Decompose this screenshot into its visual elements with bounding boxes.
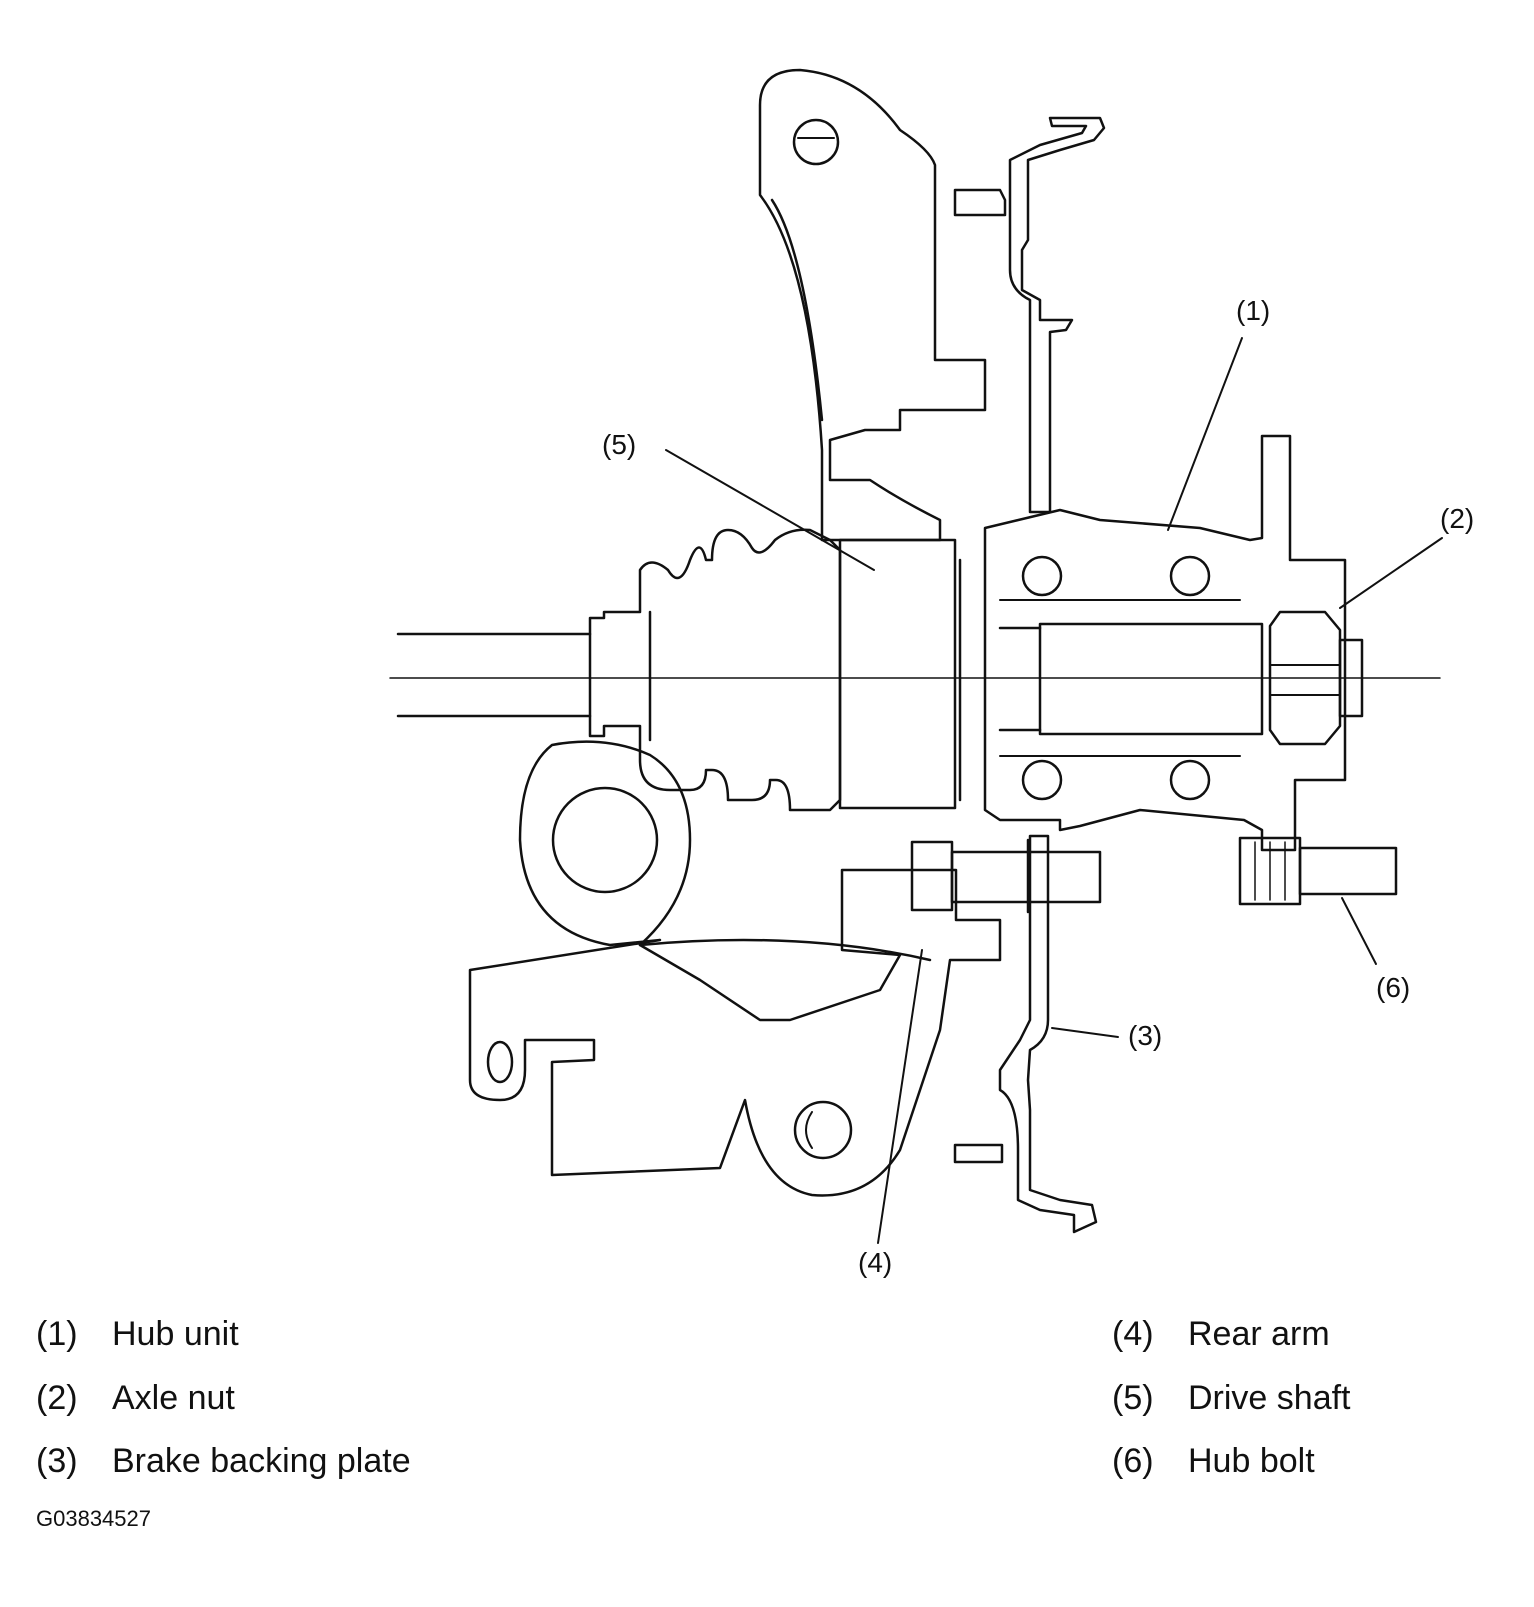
legend-label: Brake backing plate bbox=[112, 1442, 411, 1480]
legend-number: (2) bbox=[36, 1379, 78, 1417]
legend-number: (4) bbox=[1112, 1315, 1154, 1353]
callout-3: (3) bbox=[1128, 1020, 1162, 1051]
legend-right: (4) Rear arm (5) Drive shaft (6) Hub bol… bbox=[1112, 1317, 1512, 1517]
legend-label: Drive shaft bbox=[1188, 1379, 1351, 1417]
cv-joint-housing bbox=[838, 538, 957, 810]
bushing-eye bbox=[551, 786, 659, 894]
legend-number: (1) bbox=[36, 1315, 78, 1353]
hub-spline-bore bbox=[1038, 622, 1264, 736]
bearing-ball-upper-inner bbox=[1021, 555, 1063, 597]
mounting-bolt bbox=[910, 838, 1102, 914]
callout-2: (2) bbox=[1440, 503, 1474, 534]
upper-knuckle-arm bbox=[758, 68, 987, 542]
brake-backing-plate-lower bbox=[998, 834, 1098, 1234]
legend-label: Hub bolt bbox=[1188, 1442, 1315, 1480]
bearing-ball-lower-inner bbox=[1021, 759, 1063, 801]
figure-id: G03834527 bbox=[36, 1506, 151, 1531]
upper-mount-hole bbox=[792, 118, 840, 166]
bearing-ball-lower-outer bbox=[1169, 759, 1211, 801]
legend-number: (3) bbox=[36, 1442, 78, 1480]
arm-edge bbox=[770, 198, 824, 422]
callout-4: (4) bbox=[858, 1247, 892, 1278]
legend-label: Rear arm bbox=[1188, 1315, 1330, 1353]
lower-mount-hole bbox=[793, 1100, 853, 1160]
lower-link-hole bbox=[486, 1040, 514, 1084]
upper-bracket bbox=[953, 188, 1007, 217]
hub-assembly-diagram: (1) (2) (3) (4) (5) (6) bbox=[389, 68, 1474, 1278]
callout-5: (5) bbox=[602, 429, 636, 460]
lower-arm-edge bbox=[638, 938, 932, 962]
axle-nut bbox=[1268, 610, 1342, 746]
hub-bolt bbox=[1238, 836, 1398, 906]
legend-number: (5) bbox=[1112, 1379, 1154, 1417]
leader-lines bbox=[665, 337, 1443, 1244]
axle-end bbox=[1338, 638, 1364, 718]
hub-unit bbox=[983, 434, 1347, 852]
legend-left: (1) Hub unit (2) Axle nut (3) Brake back… bbox=[36, 1317, 636, 1517]
legend-number: (6) bbox=[1112, 1442, 1154, 1480]
brake-backing-plate bbox=[1008, 116, 1106, 514]
lower-arm bbox=[468, 740, 1002, 1197]
legend-label: Hub unit bbox=[112, 1315, 239, 1353]
lower-mount-hole-detail bbox=[805, 1111, 813, 1149]
bearing-ball-upper-outer bbox=[1169, 555, 1211, 597]
drive-shaft-bar bbox=[396, 632, 592, 718]
cv-boot bbox=[588, 528, 842, 812]
legend-label: Axle nut bbox=[112, 1379, 235, 1417]
callout-1: (1) bbox=[1236, 295, 1270, 326]
callout-6: (6) bbox=[1376, 972, 1410, 1003]
lower-bracket bbox=[953, 1143, 1004, 1164]
